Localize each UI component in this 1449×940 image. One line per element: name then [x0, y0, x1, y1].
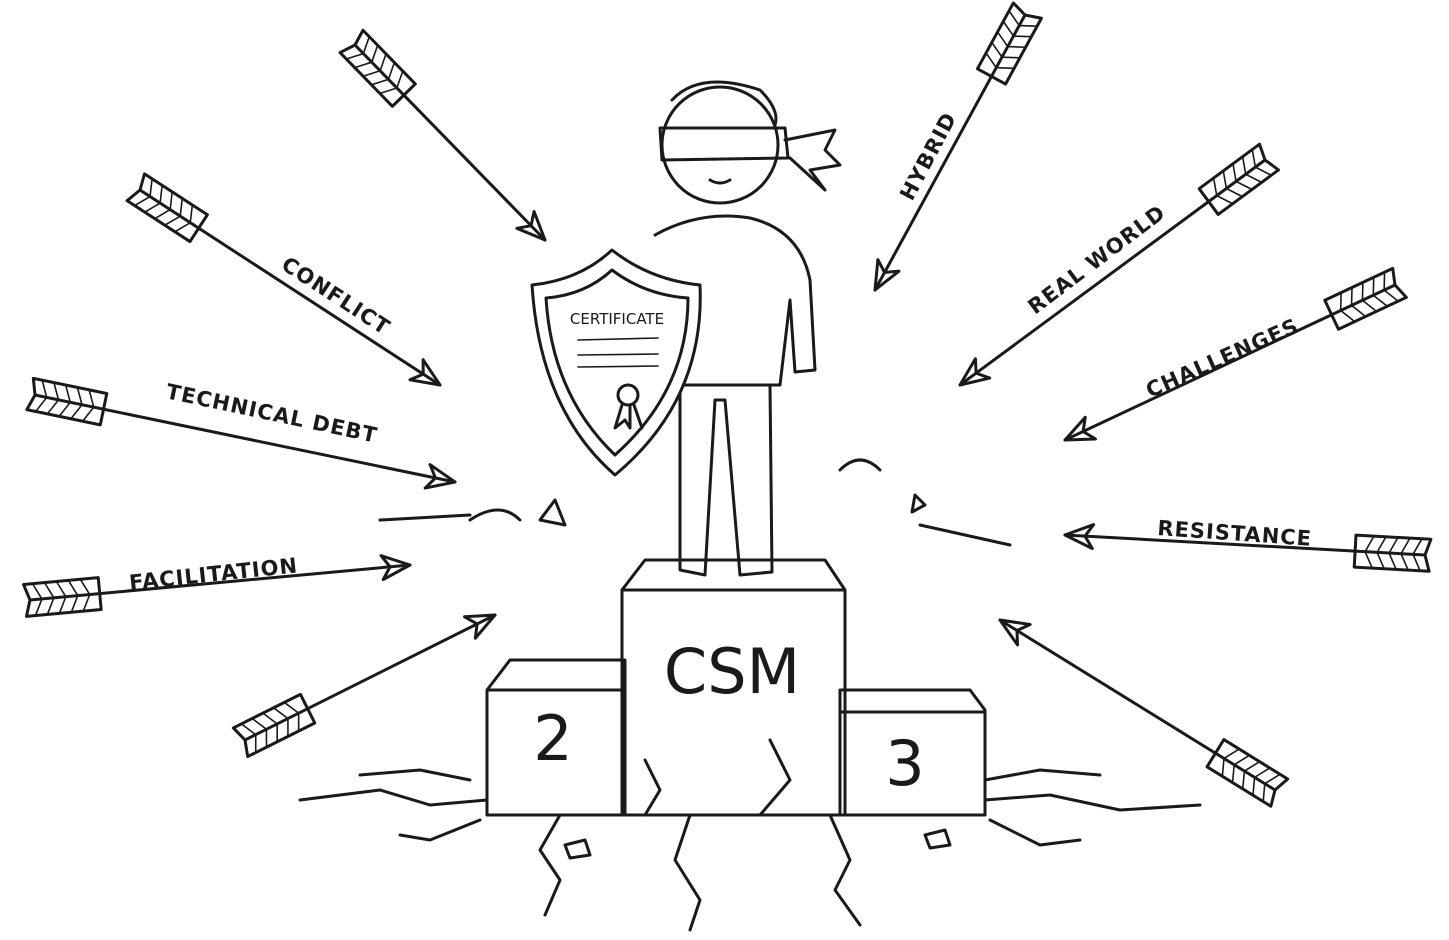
blindfolded-person: [653, 80, 842, 577]
podium-first-place: CSM: [620, 558, 847, 817]
label-conflict: CONFLICT: [277, 252, 394, 340]
arrow-lower-left: [231, 613, 497, 759]
label-real-world: REAL WORLD: [1024, 200, 1171, 319]
podium: 2 3 CSM: [485, 558, 987, 817]
arrow-hybrid: [873, 1, 1043, 292]
podium-second-label: 2: [533, 702, 572, 775]
arrow-resistance: [1063, 523, 1433, 573]
label-challenges: CHALLENGES: [1142, 314, 1302, 403]
arrow-lower-right: [998, 618, 1290, 808]
arrow-technical-debt: [25, 376, 457, 490]
arrow-facilitation: [22, 554, 412, 618]
arrow-real-world: [958, 142, 1281, 387]
arrow-challenges: [1063, 266, 1408, 442]
blindfold: [658, 126, 790, 162]
certificate-shield: CERTIFICATE: [530, 248, 702, 477]
ribbon-seal-icon: [616, 383, 640, 407]
podium-second-place: 2: [485, 658, 627, 817]
arrow-conflict: [125, 172, 442, 387]
arrows-group: [22, 1, 1433, 808]
podium-third-place: 3: [838, 688, 987, 817]
certificate-text: CERTIFICATE: [570, 310, 664, 328]
arrow-labels: CONFLICT TECHNICAL DEBT FACILITATION HYB…: [128, 108, 1313, 595]
debris: [378, 458, 1012, 860]
ground-cracks: [298, 738, 1202, 932]
label-facilitation: FACILITATION: [128, 553, 299, 595]
label-technical-debt: TECHNICAL DEBT: [164, 379, 380, 447]
arrow-top-left: [338, 28, 547, 242]
podium-first-label: CSM: [664, 635, 800, 708]
head: [660, 85, 780, 205]
podium-third-label: 3: [885, 727, 924, 800]
